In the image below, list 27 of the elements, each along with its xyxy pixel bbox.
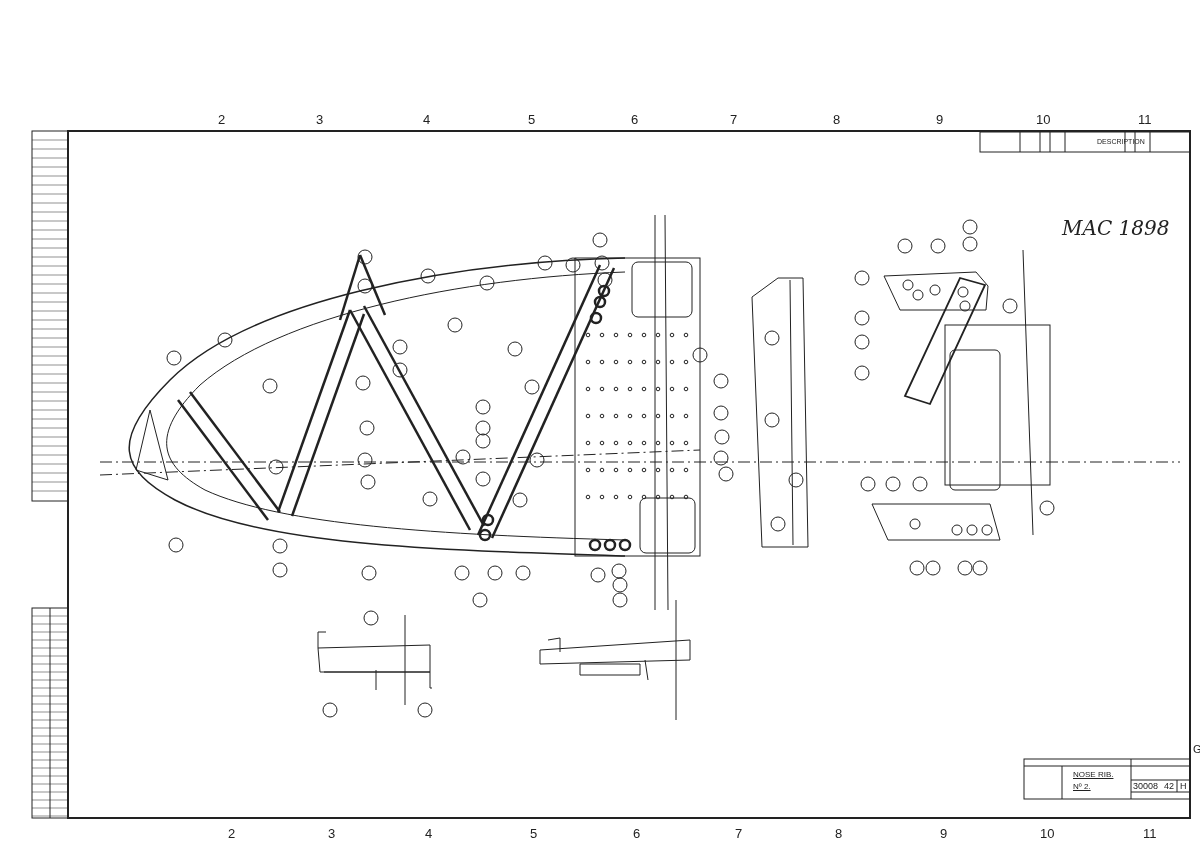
grid-number: 6 [633, 827, 641, 840]
handwritten-note: MAC 1898 [1062, 218, 1170, 238]
grid-number: 2 [228, 827, 236, 840]
revision-letter: H [1180, 782, 1187, 791]
grid-number: 9 [936, 113, 944, 126]
grid-number: 4 [425, 827, 433, 840]
grid-number: 5 [530, 827, 538, 840]
zone-letter: G [1193, 744, 1200, 755]
drawing-number: 30008 [1133, 782, 1159, 791]
grid-number: 11 [1138, 113, 1152, 126]
grid-number: 9 [940, 827, 948, 840]
grid-number: 7 [735, 827, 743, 840]
grid-number: 6 [631, 113, 639, 126]
grid-number: 10 [1040, 827, 1055, 840]
grid-number: 5 [528, 113, 536, 126]
grid-number: 7 [730, 113, 738, 126]
grid-number: 10 [1036, 113, 1051, 126]
grid-number: 8 [835, 827, 843, 840]
drawing-title: Nº 2. [1073, 783, 1091, 791]
grid-number: 8 [833, 113, 841, 126]
grid-number: 3 [316, 113, 324, 126]
grid-number: 3 [328, 827, 336, 840]
sheet-number: 42 [1164, 782, 1174, 791]
grid-number: 4 [423, 113, 431, 126]
grid-number: 2 [218, 113, 226, 126]
grid-number: 11 [1143, 827, 1157, 840]
drawing-title: NOSE RIB. [1073, 771, 1114, 779]
